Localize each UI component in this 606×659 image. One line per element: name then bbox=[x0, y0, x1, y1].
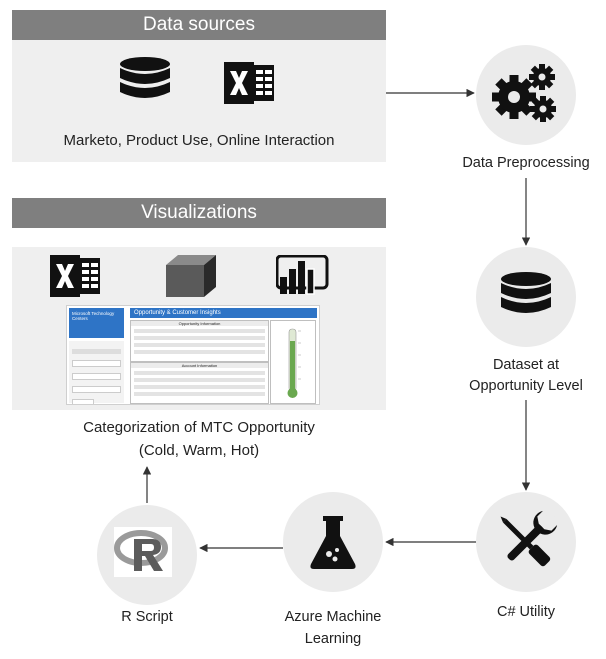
r-script-node bbox=[97, 505, 197, 605]
dataset-label-line1: Dataset at bbox=[492, 357, 560, 373]
dashboard-logo: Microsoft Technology Centers bbox=[69, 308, 124, 338]
data-sources-header: Data sources bbox=[12, 10, 386, 40]
excel-icon bbox=[224, 62, 276, 104]
dashboard-thermometer bbox=[270, 320, 316, 404]
dataset-node bbox=[476, 247, 576, 347]
dashboard-opportunity-section: Opportunity Information bbox=[130, 320, 269, 362]
data-preprocessing-label: Data Preprocessing bbox=[462, 155, 590, 171]
dataset-label-line2: Opportunity Level bbox=[469, 378, 583, 394]
dashboard-section-title: Opportunity Information bbox=[131, 321, 268, 326]
data-preprocessing-node bbox=[476, 45, 576, 145]
cube-icon bbox=[164, 253, 218, 299]
dashboard-filter-pane bbox=[69, 341, 124, 404]
dashboard-thumbnail: Microsoft Technology Centers Opportunity… bbox=[66, 305, 320, 405]
dashboard-account-section: Account Information bbox=[130, 362, 269, 404]
wrench-screwdriver-icon bbox=[500, 510, 558, 567]
power-bi-icon bbox=[276, 255, 330, 295]
data-sources-caption: Marketo, Product Use, Online Interaction bbox=[63, 132, 335, 149]
excel-icon bbox=[50, 255, 102, 297]
visualizations-caption-line2: (Cold, Warm, Hot) bbox=[138, 442, 260, 459]
dashboard-section-title: Account Information bbox=[131, 363, 268, 368]
gears-icon bbox=[492, 64, 556, 122]
azure-ml-node bbox=[283, 492, 383, 592]
r-logo-icon bbox=[114, 527, 172, 577]
dashboard-title: Opportunity & Customer Insights bbox=[130, 308, 317, 318]
visualizations-header: Visualizations bbox=[12, 198, 386, 228]
azure-ml-label-line2: Learning bbox=[304, 631, 362, 647]
csharp-utility-node bbox=[476, 492, 576, 592]
azure-ml-label-line1: Azure Machine bbox=[284, 609, 382, 625]
database-icon bbox=[501, 272, 551, 313]
csharp-utility-label: C# Utility bbox=[496, 604, 555, 620]
visualizations-caption-line1: Categorization of MTC Opportunity bbox=[83, 419, 315, 436]
r-script-label: R Script bbox=[121, 609, 173, 625]
flask-icon bbox=[310, 516, 356, 569]
database-icon bbox=[118, 56, 172, 106]
